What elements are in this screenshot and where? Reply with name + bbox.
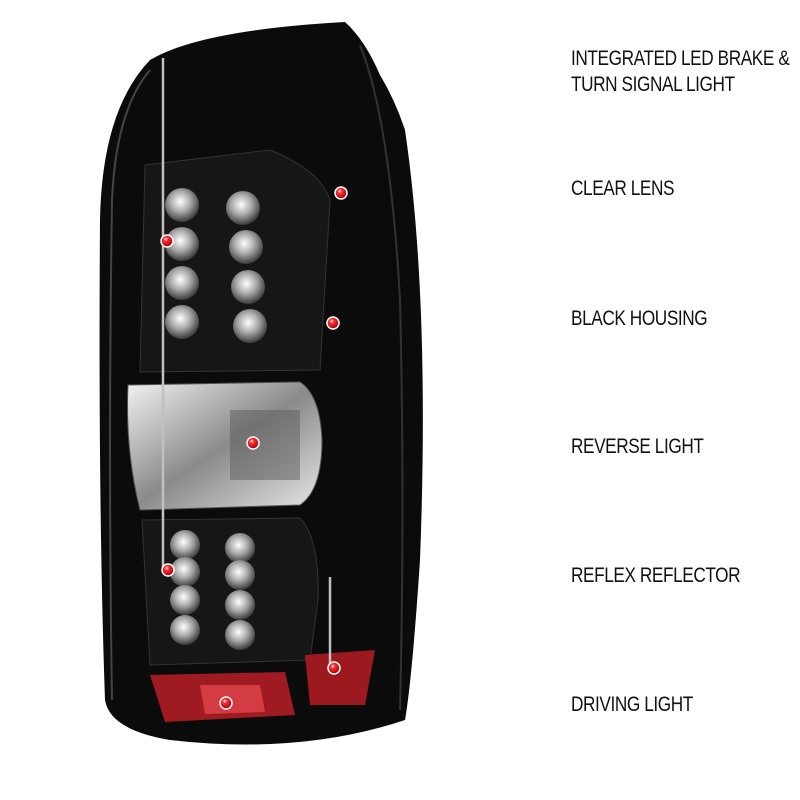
lens-dot (334, 186, 348, 200)
callout-driving-light: DRIVING LIGHT (571, 693, 693, 716)
callout-reflex-reflector: REFLEX REFLECTOR (571, 564, 741, 587)
callout-label-line1: INTEGRATED LED BRAKE & (571, 47, 790, 70)
reflector-dot (327, 661, 341, 675)
callout-black-housing: BLACK HOUSING (571, 307, 708, 330)
reflex-reflector (305, 650, 375, 705)
upper-led-array (165, 188, 267, 343)
driving-dot (219, 696, 233, 710)
housing-dot (326, 316, 340, 330)
lower-led-array (170, 530, 255, 650)
led-dot (160, 234, 174, 248)
callout-label-line2: TURN SIGNAL LIGHT (571, 73, 735, 96)
reverse-dot (246, 436, 260, 450)
callout-dots (160, 186, 348, 710)
callout-clear-lens: CLEAR LENS (571, 177, 675, 200)
callout-integrated-led: INTEGRATED LED BRAKE & TURN SIGNAL LIGHT (571, 46, 790, 98)
led-dot-lower (161, 563, 175, 577)
callout-lines (161, 56, 560, 705)
callout-reverse-light: REVERSE LIGHT (571, 435, 704, 458)
